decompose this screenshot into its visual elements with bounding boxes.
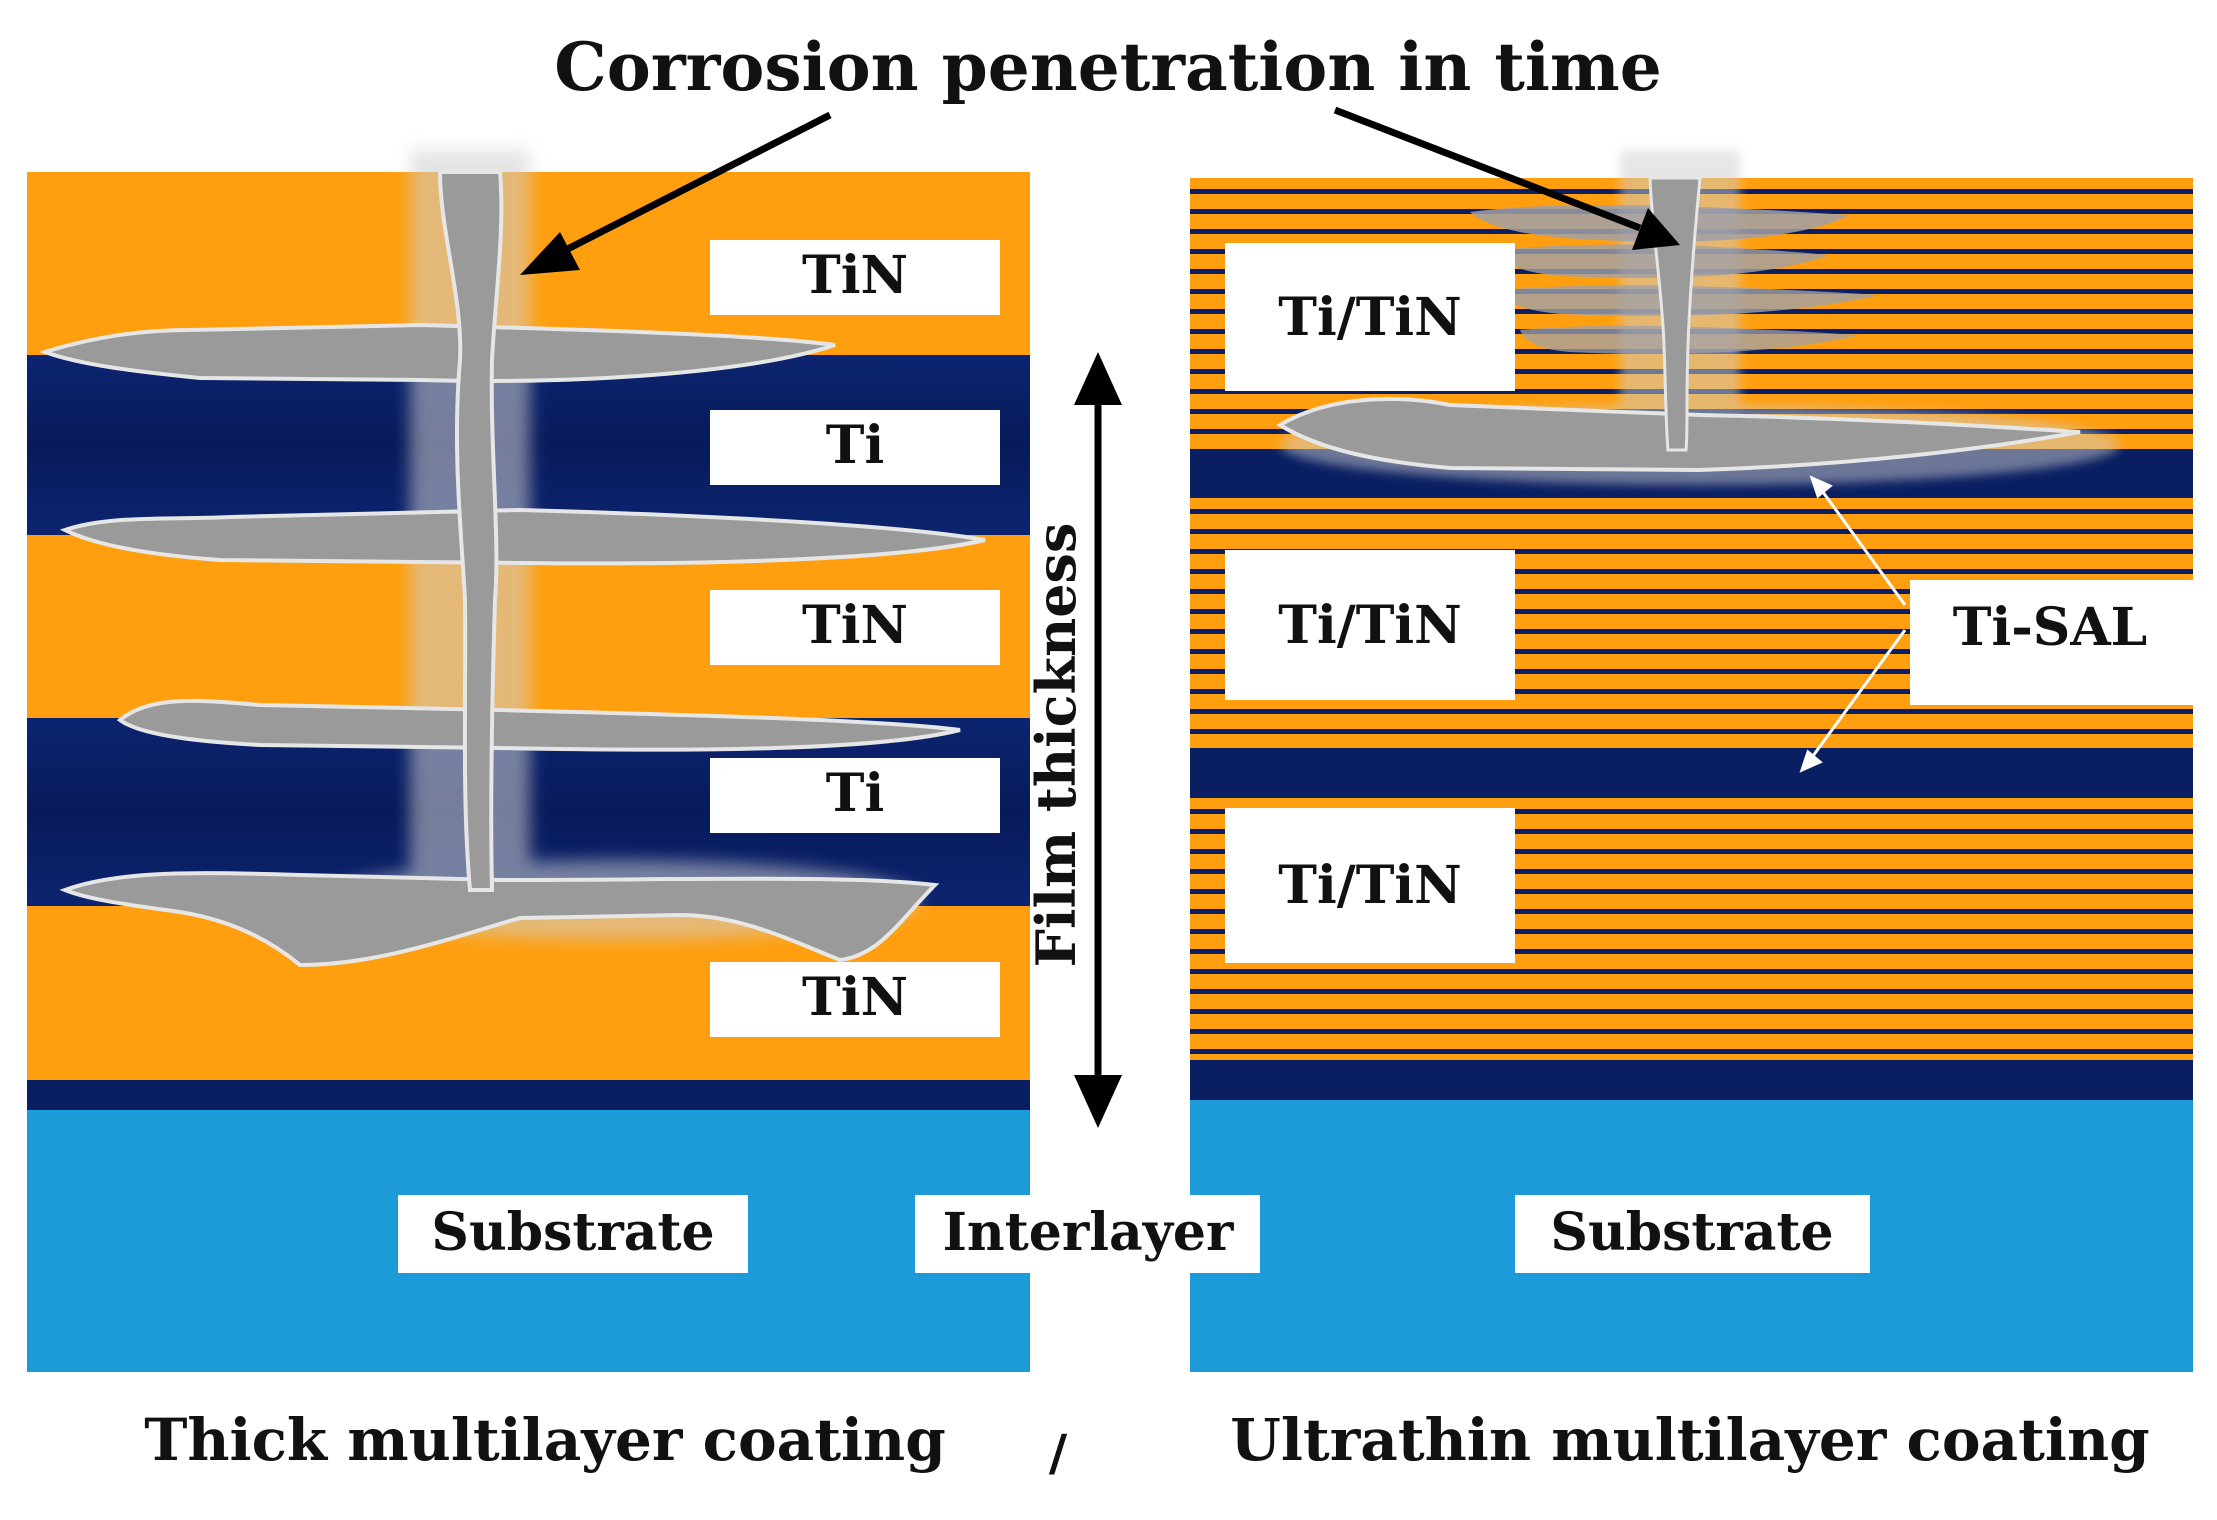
left-layer-label-4: Ti [826, 763, 884, 824]
left-interlayer [27, 1080, 1030, 1110]
right-block-label-1: Ti/TiN [1278, 287, 1461, 348]
lateral-cracks [38, 322, 986, 968]
left-layer-label-1: TiN [802, 245, 908, 306]
right-caption: Ultrathin multilayer coating [1230, 1406, 2149, 1474]
center-area: Interlayer Film thickness / [915, 352, 1260, 1482]
left-substrate-label: Substrate [431, 1202, 714, 1263]
film-thickness-label: Film thickness [1024, 523, 1088, 968]
left-panel: TiN Ti TiN Ti TiN Substrate [27, 150, 1030, 1372]
left-caption: Thick multilayer coating [144, 1406, 946, 1474]
right-corrosion [1276, 150, 2120, 485]
arrow-down-icon [1074, 1075, 1122, 1128]
corrosion-arrows [520, 106, 1680, 275]
ti-sal-pointers [1799, 475, 1907, 773]
diagram-title: Corrosion penetration in time [554, 28, 1661, 106]
left-layer-label-3: TiN [802, 595, 908, 656]
ti-sal-label: Ti-SAL [1953, 597, 2148, 658]
film-thickness-arrow [1074, 352, 1122, 1128]
left-layer-label-5: TiN [802, 967, 908, 1028]
right-block-labels: Ti/TiN Ti/TiN Ti/TiN Ti-SAL Substrate [1225, 243, 2193, 1273]
ti-sal-layer-2 [1190, 748, 2193, 798]
right-substrate-label: Substrate [1550, 1202, 1833, 1263]
right-block-label-3: Ti/TiN [1278, 855, 1461, 916]
right-block-label-2: Ti/TiN [1278, 595, 1461, 656]
arrow-left-icon [520, 232, 580, 275]
interlayer-label: Interlayer [943, 1202, 1234, 1263]
arrow-up-icon [1074, 352, 1122, 405]
left-layer-labels: TiN Ti TiN Ti TiN Substrate [398, 240, 1000, 1273]
right-interlayer [1190, 1060, 2193, 1100]
arrow-right-icon [1632, 208, 1680, 250]
vertical-crack [437, 170, 504, 892]
separator-slash: / [1049, 1423, 1068, 1482]
left-layer-label-2: Ti [826, 415, 884, 476]
right-panel: Ti/TiN Ti/TiN Ti/TiN Ti-SAL Substrate [1190, 150, 2193, 1372]
